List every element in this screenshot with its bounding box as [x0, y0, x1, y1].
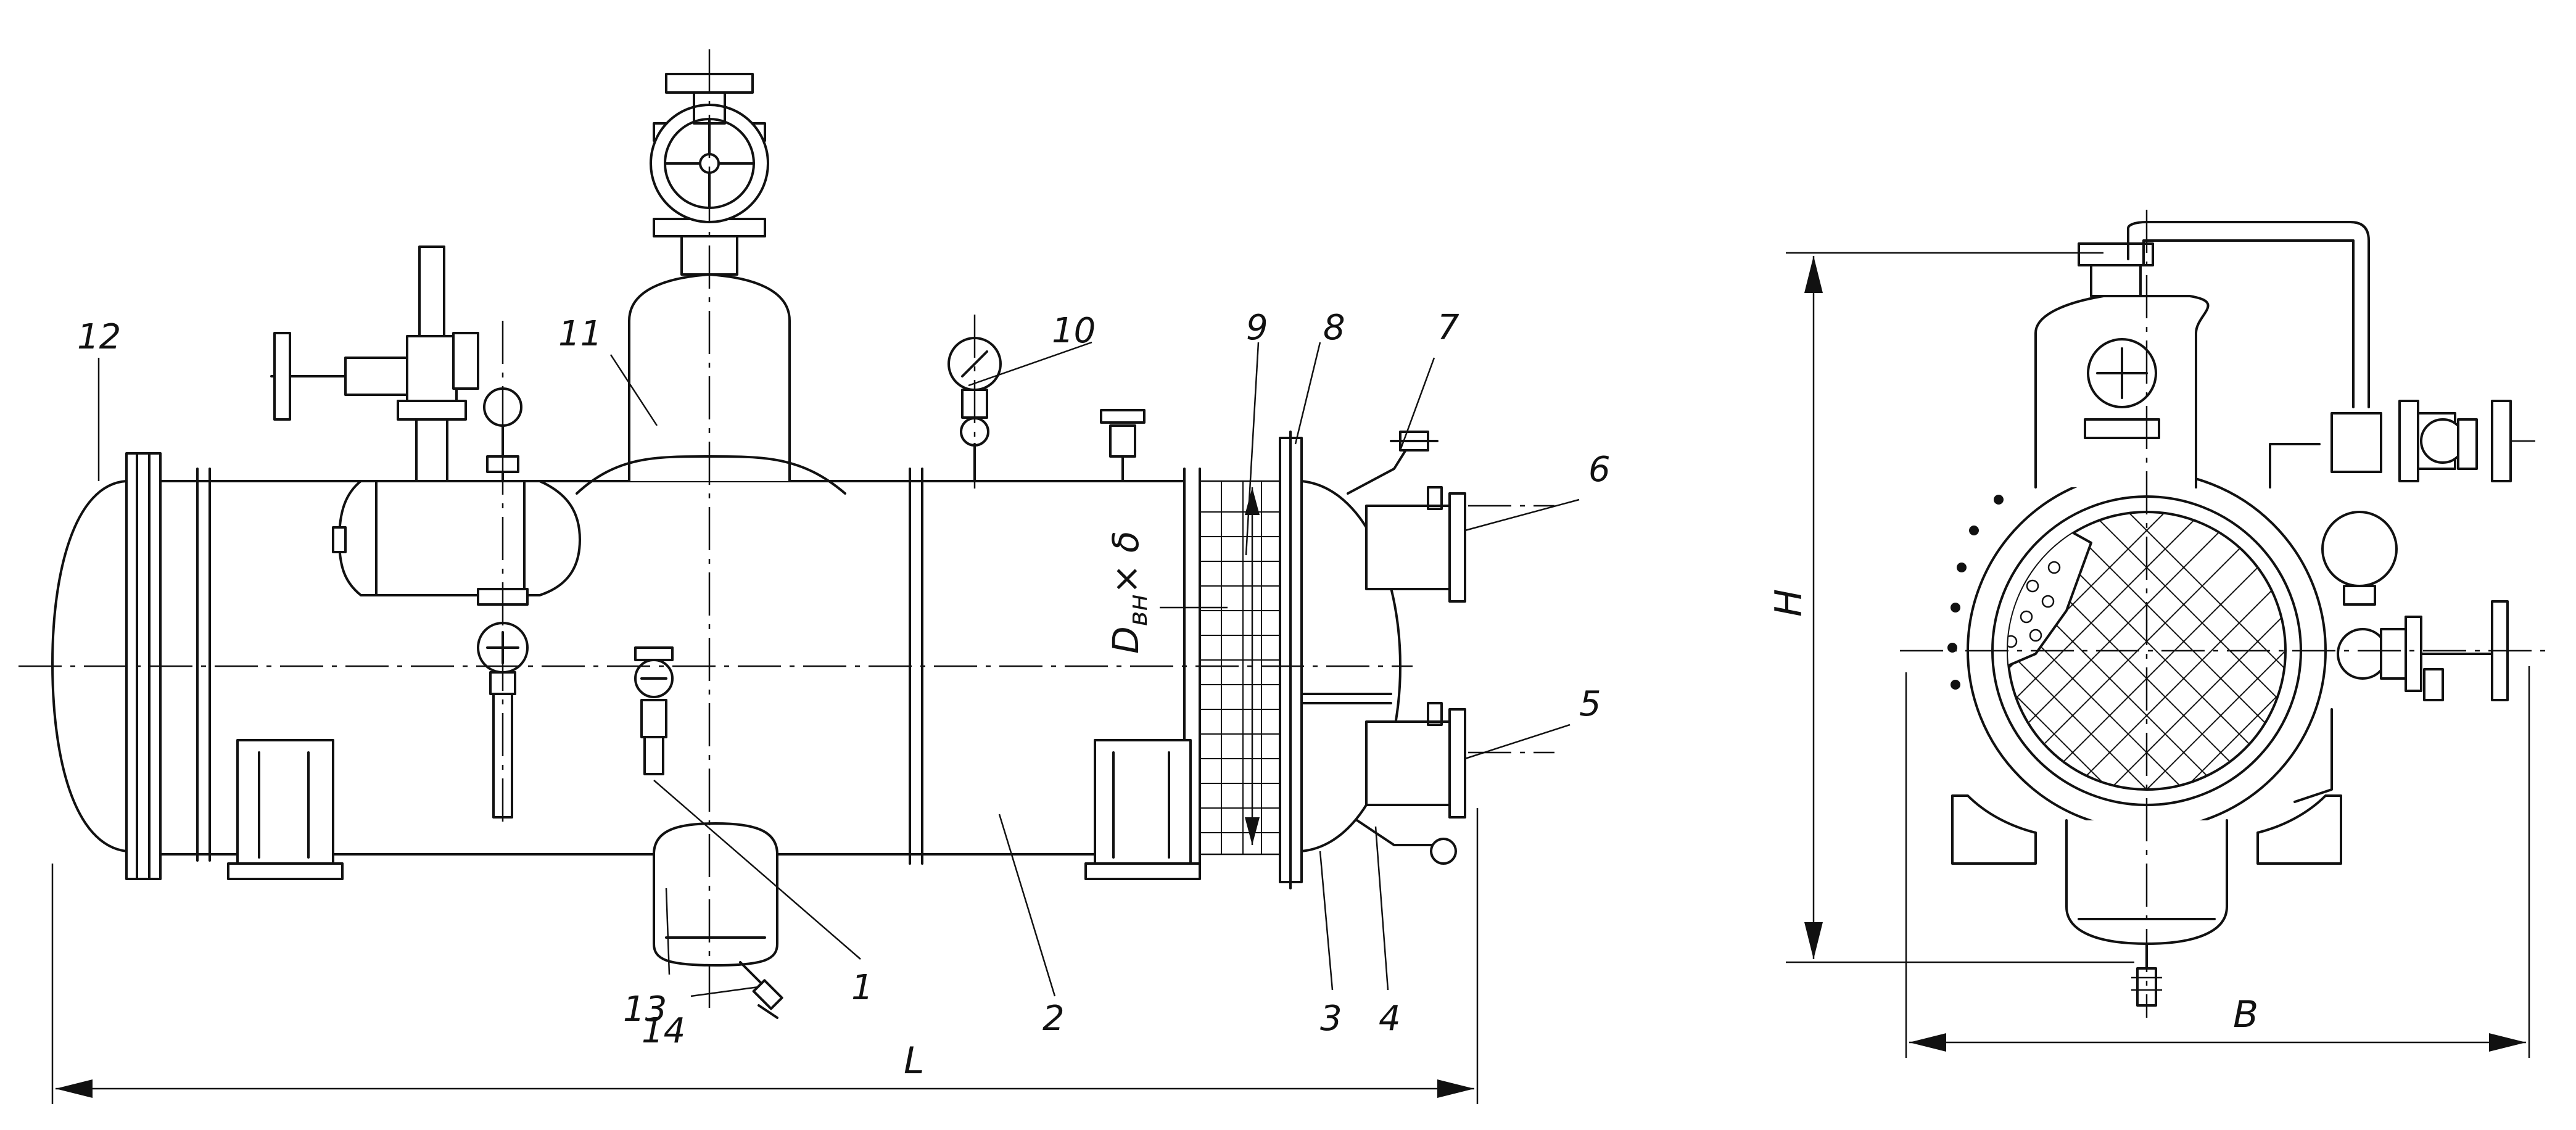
svg-text:Dвн× δ: Dвн× δ: [1105, 531, 1153, 654]
height-label: H: [1767, 589, 1810, 617]
label-1: 1: [851, 968, 873, 1008]
leader-lines: [97, 341, 1580, 997]
label-2: 2: [1042, 999, 1065, 1039]
diameter-label: Dвн× δ: [1105, 531, 1153, 654]
end-sump: [2065, 819, 2228, 1007]
drain-pipe-4: [1356, 819, 1439, 846]
flange-bolts: [1947, 495, 2004, 690]
label-6: 6: [1588, 450, 1611, 490]
label-5: 5: [1579, 684, 1601, 724]
label-10: 10: [1052, 311, 1096, 351]
label-13: 13: [623, 989, 667, 1029]
diameter-main: D: [1105, 626, 1147, 654]
steam-dome-11: [576, 73, 846, 495]
safety-valve: [270, 245, 479, 482]
label-14: 14: [642, 1011, 685, 1051]
label-7: 7: [1437, 308, 1459, 348]
vent-nozzle: [1100, 409, 1146, 482]
side-view: 12 11 10 9 8 7 6 5 13 14 1 2 3 4 L Dвн× …: [19, 49, 1611, 1104]
overhead-pipe: [2127, 221, 2370, 408]
label-12: 12: [77, 317, 121, 357]
label-9: 9: [1246, 308, 1268, 348]
end-supports: [1951, 794, 2342, 865]
valve-1: [634, 646, 674, 775]
end-dome: [2034, 242, 2210, 489]
tube-bundle: [1199, 480, 1281, 856]
width-label: B: [2233, 993, 2258, 1036]
support-left: [227, 739, 344, 880]
label-4: 4: [1379, 999, 1401, 1039]
left-head: [51, 480, 128, 852]
end-right-valves: [2269, 400, 2535, 803]
support-right: [1084, 739, 1201, 880]
oil-sump-13: [653, 822, 783, 1019]
label-8: 8: [1323, 308, 1345, 348]
nozzle-6: [1365, 486, 1466, 603]
diameter-tail: × δ: [1105, 531, 1147, 595]
diameter-sub: вн: [1123, 594, 1153, 626]
end-view: H B: [1767, 210, 2548, 1058]
vent-pipe-7: [1347, 443, 1411, 495]
separator-vessel: [332, 480, 581, 596]
label-3: 3: [1320, 999, 1342, 1039]
nozzle-5: [1365, 702, 1466, 819]
label-11: 11: [558, 314, 602, 354]
length-label: L: [904, 1039, 924, 1083]
